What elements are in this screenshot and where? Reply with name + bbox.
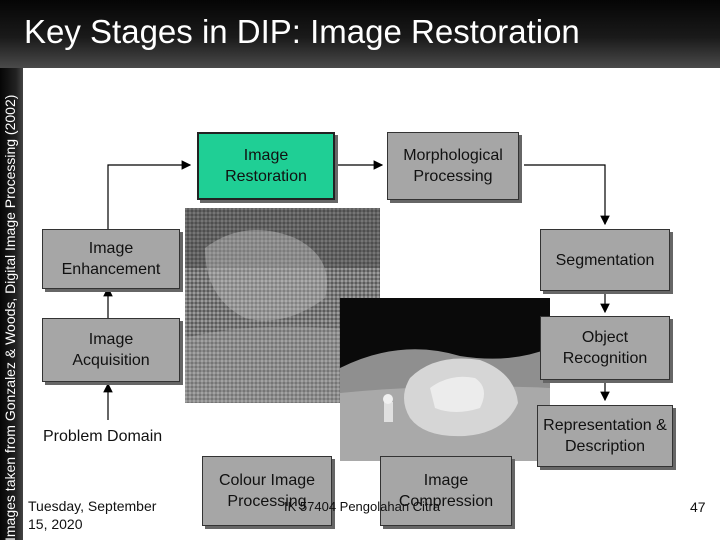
stage-morphological-processing[interactable]: Morphological Processing (387, 132, 519, 200)
footer-course: IK 57404 Pengolahan Citra (284, 499, 440, 514)
stage-colour-image-processing[interactable]: Colour Image Processing (202, 456, 332, 526)
stage-image-acquisition[interactable]: Image Acquisition (42, 318, 180, 382)
stage-object-recognition[interactable]: Object Recognition (540, 316, 670, 380)
stage-representation-description[interactable]: Representation & Description (537, 405, 673, 467)
stage-label: Image Enhancement (54, 238, 169, 280)
page-number: 47 (690, 499, 706, 515)
stage-image-enhancement[interactable]: Image Enhancement (42, 229, 180, 289)
stage-label: Image Acquisition (61, 329, 161, 371)
stage-label: Representation & Description (541, 415, 669, 457)
stage-segmentation[interactable]: Segmentation (540, 229, 670, 291)
stage-label: Image Restoration (216, 145, 316, 187)
stage-image-compression[interactable]: Image Compression (380, 456, 512, 526)
problem-domain-label: Problem Domain (43, 428, 162, 446)
stage-label: Object Recognition (555, 327, 655, 369)
stage-label: Segmentation (556, 250, 655, 271)
stage-label: Morphological Processing (393, 145, 513, 187)
footer-date: Tuesday, September 15, 2020 (28, 497, 168, 533)
stage-image-restoration[interactable]: Image Restoration (197, 132, 335, 200)
